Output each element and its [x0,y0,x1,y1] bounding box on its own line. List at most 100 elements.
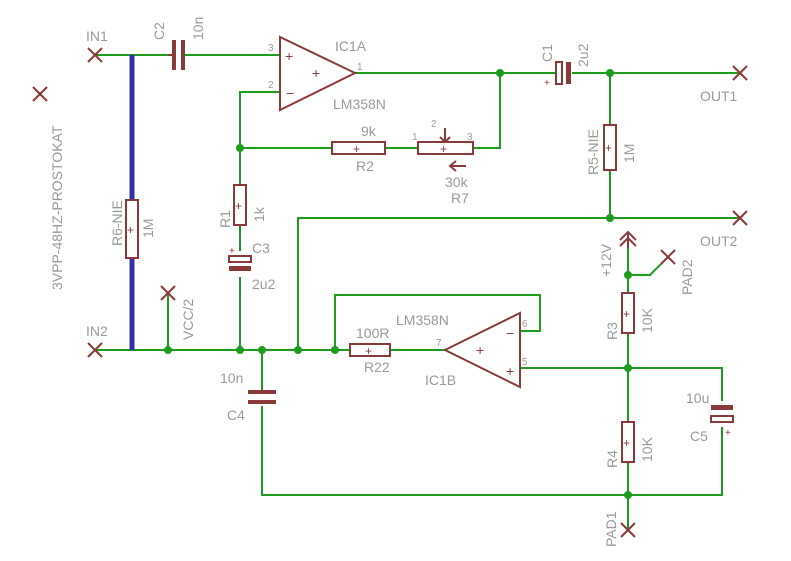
junction [624,364,632,372]
out2-marker [732,210,748,226]
r7-pin1: 1 [412,132,418,143]
in1-marker [87,47,103,63]
r7-value: 30k [445,174,469,190]
c3-value: 2u2 [252,276,276,292]
vcc2-marker [160,285,176,301]
net-markers [32,47,748,538]
r7-pin2: 2 [431,119,437,130]
pad2-marker [660,249,676,265]
r22-resistor: + [349,343,391,358]
c3-name: C3 [252,240,270,256]
junction [236,346,244,354]
junctions [164,69,632,499]
junction [236,144,244,152]
net-label-in2: IN2 [86,323,108,339]
junction [294,346,302,354]
board-title: 3VPP-48HZ-PROSTOKAT [49,125,65,290]
ic1a-name: IC1A [335,38,367,54]
ic1b-minus-sign: − [506,325,514,341]
r4-resistor: + [621,421,635,463]
r2-name: R2 [356,158,374,174]
vplus-arrow-icon [619,230,637,248]
c4-value: 10n [220,370,243,386]
svg-text:+: + [365,344,372,358]
out1-marker [732,65,748,81]
r3-name: R3 [604,322,620,340]
r3-value: 10K [639,307,655,333]
ic1a-pin-minus: 2 [268,80,274,91]
ic1a-pin-out: 1 [357,62,363,73]
r1-resistor: + [233,184,247,226]
c1-name: C1 [539,44,555,62]
c3-capacitor: + [228,246,252,271]
r5-value: 1M [621,144,637,163]
ic1b-pin-out: 7 [436,338,442,349]
junction [496,69,504,77]
c4-name: C4 [227,407,245,423]
in2-marker [87,342,103,358]
ic1b-value: LM358N [396,312,449,328]
net-label-pad1: PAD1 [603,511,619,547]
ic1a-value: LM358N [333,96,386,112]
r5-name: R5-NIE [585,129,601,175]
r4-value: 10K [639,436,655,462]
ic1a-minus-sign: − [286,85,294,101]
net-label-vcc2: VCC/2 [180,299,196,340]
net-label-vplus: +12V [598,243,614,277]
r7-trimmer: + [417,128,474,172]
svg-text:+: + [725,428,731,439]
net-label-out2: OUT2 [700,233,738,249]
c2-capacitor [168,40,185,70]
r2-resistor: + [331,141,386,156]
c1-value: 2u2 [575,43,591,67]
ic1b-opamp: − + + [442,311,521,389]
svg-text:+: + [235,199,242,213]
r7-name: R7 [451,190,469,206]
labels: 3VPP-48HZ-PROSTOKAT IN1 IN2 OUT1 OUT2 VC… [49,17,738,547]
r1-value: 1k [251,206,267,222]
svg-text:+: + [623,307,630,321]
junction [606,214,614,222]
c5-value: 10u [686,390,709,406]
net-label-out1: OUT1 [700,88,738,104]
svg-text:+: + [127,223,134,237]
c2-value: 10n [190,17,206,40]
r5-resistor: + [603,124,617,171]
junction [258,346,266,354]
svg-text:+: + [544,78,550,89]
c2-name: C2 [151,22,167,40]
ic1b-inner-plus: + [476,342,484,358]
r2-value: 9k [361,123,377,139]
svg-text:+: + [229,246,235,257]
c4-capacitor [248,390,276,404]
ic1b-pin-plus: 5 [522,357,528,368]
r22-value: 100R [356,325,389,341]
pad1-marker [620,522,636,538]
net-label-in1: IN1 [86,28,108,44]
svg-text:+: + [623,436,630,450]
net-label-pad2: PAD2 [679,259,695,295]
junction [606,69,614,77]
ic1b-name: IC1B [425,372,456,388]
r7-pin3: 3 [467,132,473,143]
r1-name: R1 [217,210,233,228]
svg-text:+: + [440,142,447,156]
junction [331,346,339,354]
ic1a-pin-plus: 3 [268,43,274,54]
ic1a-plus-sign: + [285,48,293,64]
r6-value: 1M [140,219,156,238]
ic1b-plus-sign: + [506,363,514,379]
ic1a-opamp: + − + [279,35,358,112]
r3-resistor: + [621,292,635,334]
ic1b-pin-minus: 6 [522,319,528,330]
junction [164,346,172,354]
r22-name: R22 [364,359,390,375]
junction [624,271,632,279]
r6-name: R6-NIE [109,200,125,246]
c5-capacitor: + [710,405,734,439]
junction [624,491,632,499]
c5-name: C5 [690,428,708,444]
wires [94,54,741,531]
